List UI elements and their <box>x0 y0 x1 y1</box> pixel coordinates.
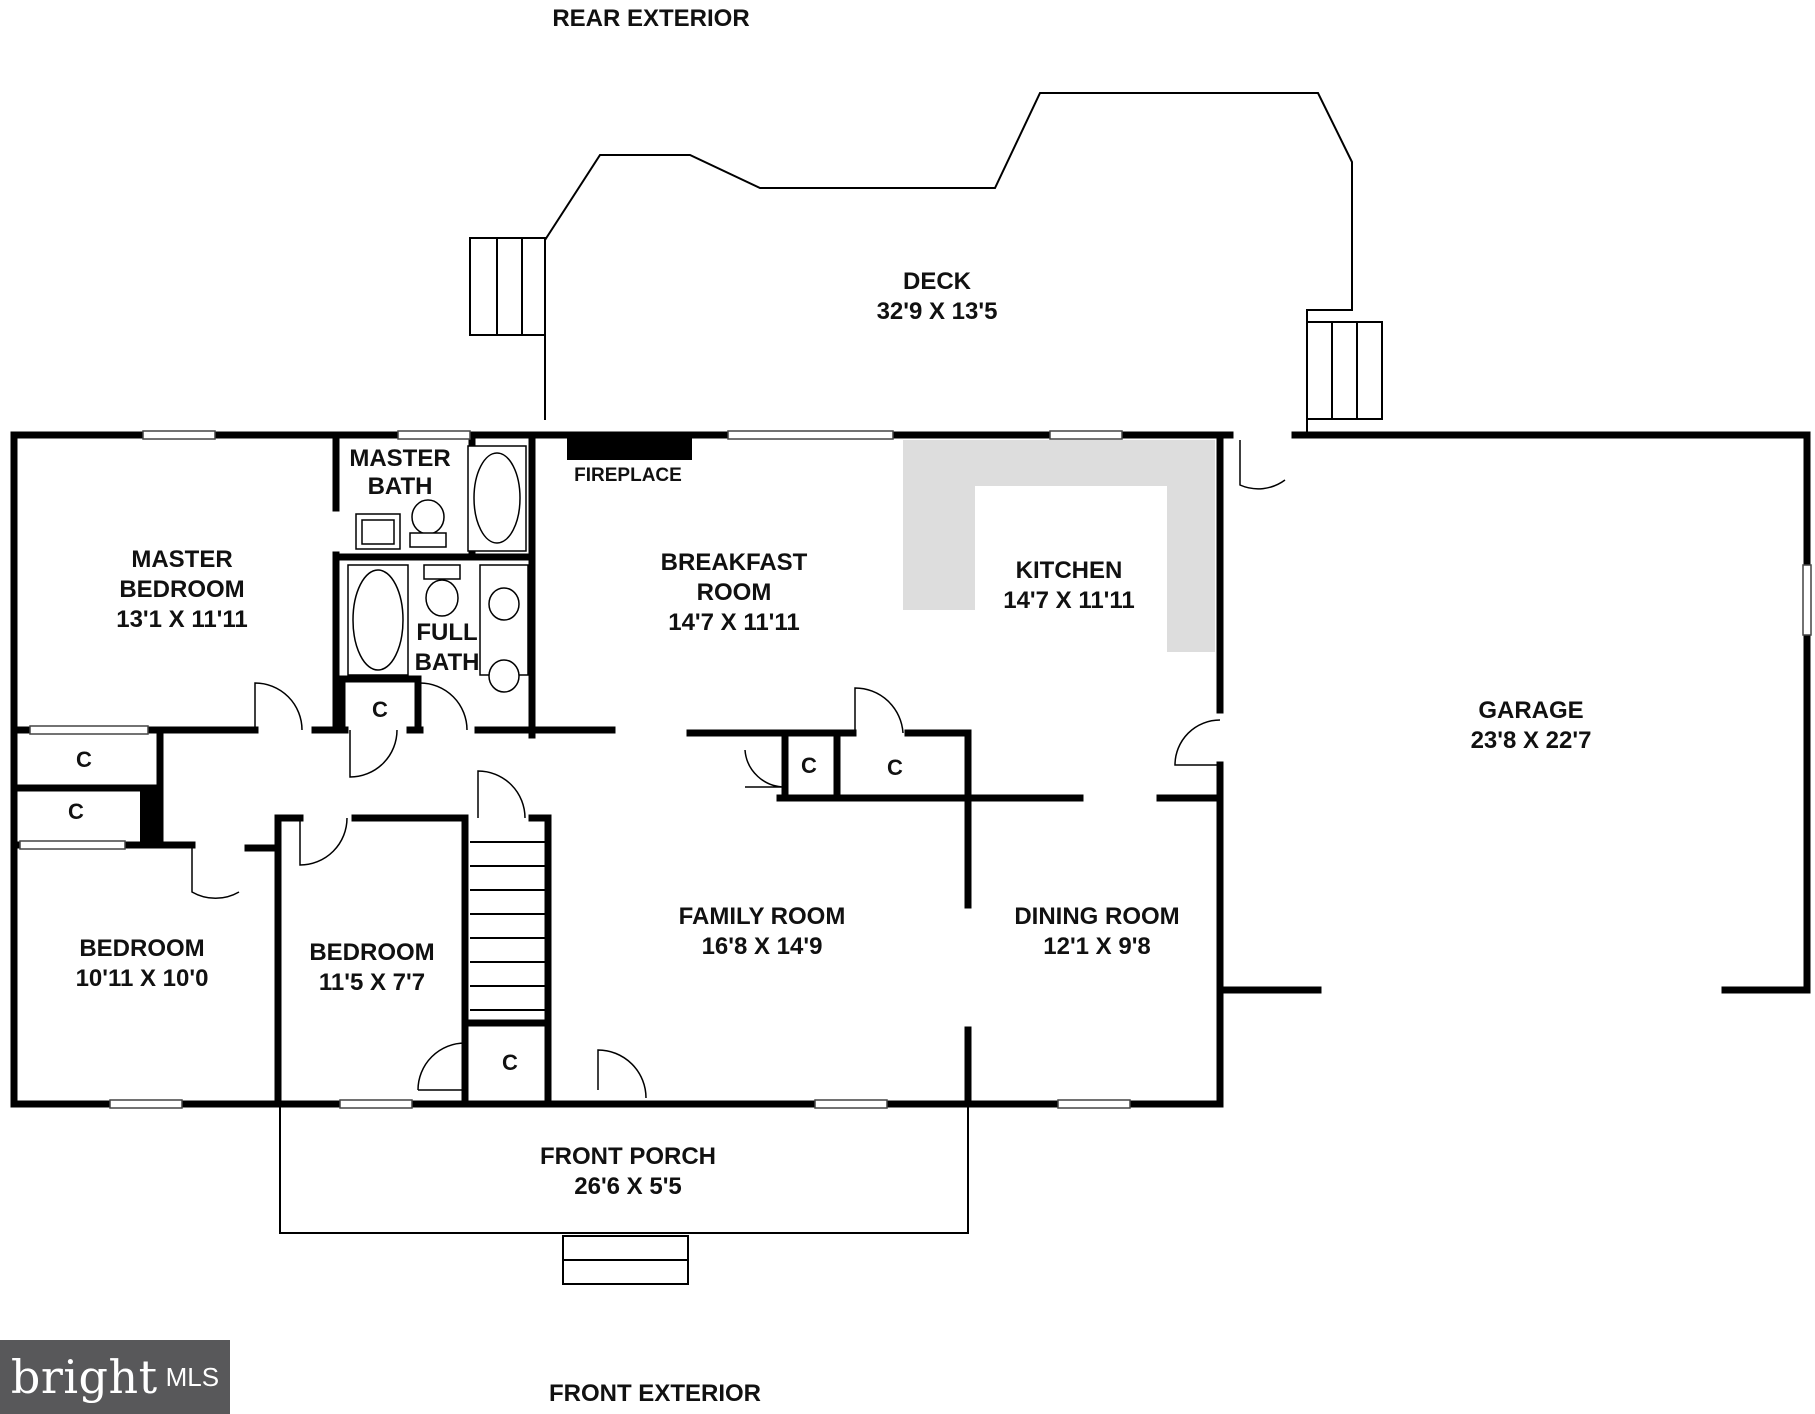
bedroom-middle-dims: 11'5 X 7'7 <box>319 969 425 996</box>
rear-exterior-label: REAR EXTERIOR <box>552 5 749 32</box>
master-bedroom-dims: 13'1 X 11'11 <box>116 606 248 633</box>
full-bath-name-line1: FULL <box>416 619 477 646</box>
closet-label: C <box>372 697 388 722</box>
master-toilet <box>411 499 445 535</box>
deck-stairs-right <box>1306 321 1383 420</box>
kitchen-counter <box>903 440 1215 652</box>
full-bath-name-line2: BATH <box>415 649 480 676</box>
deck-dims: 32'9 X 13'5 <box>877 298 998 325</box>
breakfast-room-name-line2: ROOM <box>697 579 772 606</box>
family-room-dims: 16'8 X 14'9 <box>702 933 823 960</box>
logo-wordmark: bright <box>10 1350 158 1404</box>
dining-room-name: DINING ROOM <box>1014 903 1179 930</box>
front-porch-name: FRONT PORCH <box>540 1143 716 1170</box>
dining-room-dims: 12'1 X 9'8 <box>1043 933 1151 960</box>
closet-label: C <box>887 755 903 780</box>
logo-suffix: MLS <box>165 1361 220 1392</box>
windows <box>19 430 1812 1109</box>
breakfast-room-dims: 14'7 X 11'11 <box>668 609 800 636</box>
master-bedroom-name-line1: MASTER <box>131 546 232 573</box>
bedroom-middle-name: BEDROOM <box>309 939 434 966</box>
kitchen-dims: 14'7 X 11'11 <box>1003 587 1135 614</box>
kitchen-name: KITCHEN <box>1016 557 1123 584</box>
doors <box>191 440 1286 1099</box>
front-exterior-label: FRONT EXTERIOR <box>549 1380 761 1407</box>
master-bath-name-line2: BATH <box>368 473 433 500</box>
deck-name: DECK <box>903 268 972 295</box>
closet-label: C <box>68 799 84 824</box>
bedroom-left-name: BEDROOM <box>79 935 204 962</box>
closet-label: C <box>801 753 817 778</box>
deck <box>469 92 1383 435</box>
master-bath-name-line1: MASTER <box>349 445 450 472</box>
fireplace <box>567 437 692 460</box>
front-porch <box>279 1104 969 1285</box>
bedroom-left-dims: 10'11 X 10'0 <box>76 965 209 992</box>
garage-dims: 23'8 X 22'7 <box>1471 727 1592 754</box>
fireplace-label: FIREPLACE <box>574 465 682 486</box>
closet-label: C <box>502 1050 518 1075</box>
garage-name: GARAGE <box>1478 697 1583 724</box>
deck-stairs-left <box>469 237 546 336</box>
breakfast-room-name-line1: BREAKFAST <box>661 549 808 576</box>
bath-fixtures <box>347 445 529 693</box>
front-porch-dims: 26'6 X 5'5 <box>574 1173 682 1200</box>
family-room-name: FAMILY ROOM <box>679 903 846 930</box>
full-bath-toilet-tank <box>423 564 461 580</box>
master-bedroom-name-line2: BEDROOM <box>119 576 244 603</box>
interior-stairs <box>470 841 545 1011</box>
closet-label: C <box>76 747 92 772</box>
bright-mls-logo: bright MLS <box>0 1340 230 1414</box>
